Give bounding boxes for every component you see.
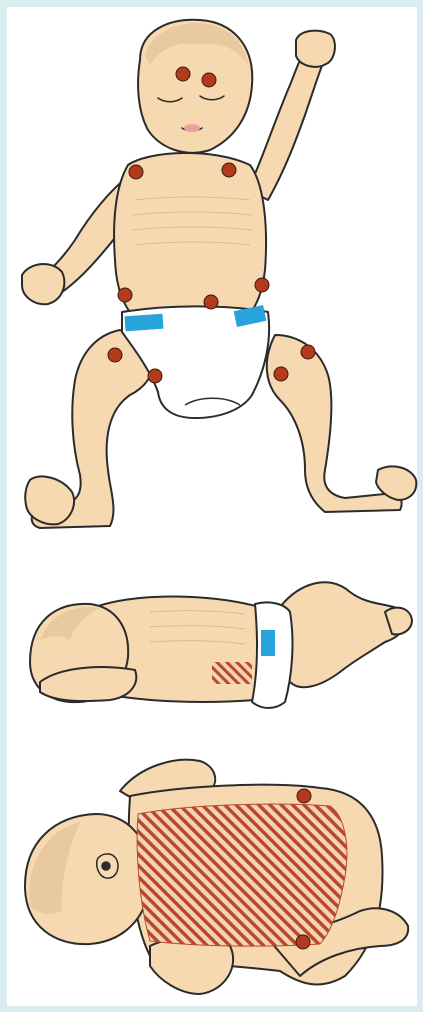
infant-side-illustration [0,552,423,732]
legs-side [278,582,407,687]
site-marker-thigh-right-lower [274,367,288,381]
hatched-site-back [137,804,347,946]
diaper-tab-side [261,630,275,656]
site-marker-forehead-left [176,67,190,81]
left-fist [22,264,64,304]
site-marker-shoulder-left [129,165,143,179]
site-marker-thigh-left-lower [148,369,162,383]
site-marker-thigh-right-upper [301,345,315,359]
arm-bottom-back [150,939,233,995]
diaper-tab-left [125,314,164,332]
infant-back-illustration [0,736,423,1012]
site-marker-forehead-right [202,73,216,87]
site-marker-thigh-left-upper [108,348,122,362]
site-marker-buttock-upper [297,789,311,803]
raised-fist [296,31,335,67]
site-marker-hip-right [255,278,269,292]
infant-front-illustration [0,0,423,550]
site-marker-hip-left [118,288,132,302]
left-foot [25,476,74,524]
mouth-fill [184,124,200,132]
site-marker-abdomen [204,295,218,309]
panel-supine-view [0,0,423,550]
panel-prone-view [0,736,423,1012]
site-marker-buttock-lower [296,935,310,949]
panel-lateral-view [0,552,423,732]
hatched-site-flank [212,662,252,684]
raised-arm [248,50,325,200]
site-marker-shoulder-right [222,163,236,177]
